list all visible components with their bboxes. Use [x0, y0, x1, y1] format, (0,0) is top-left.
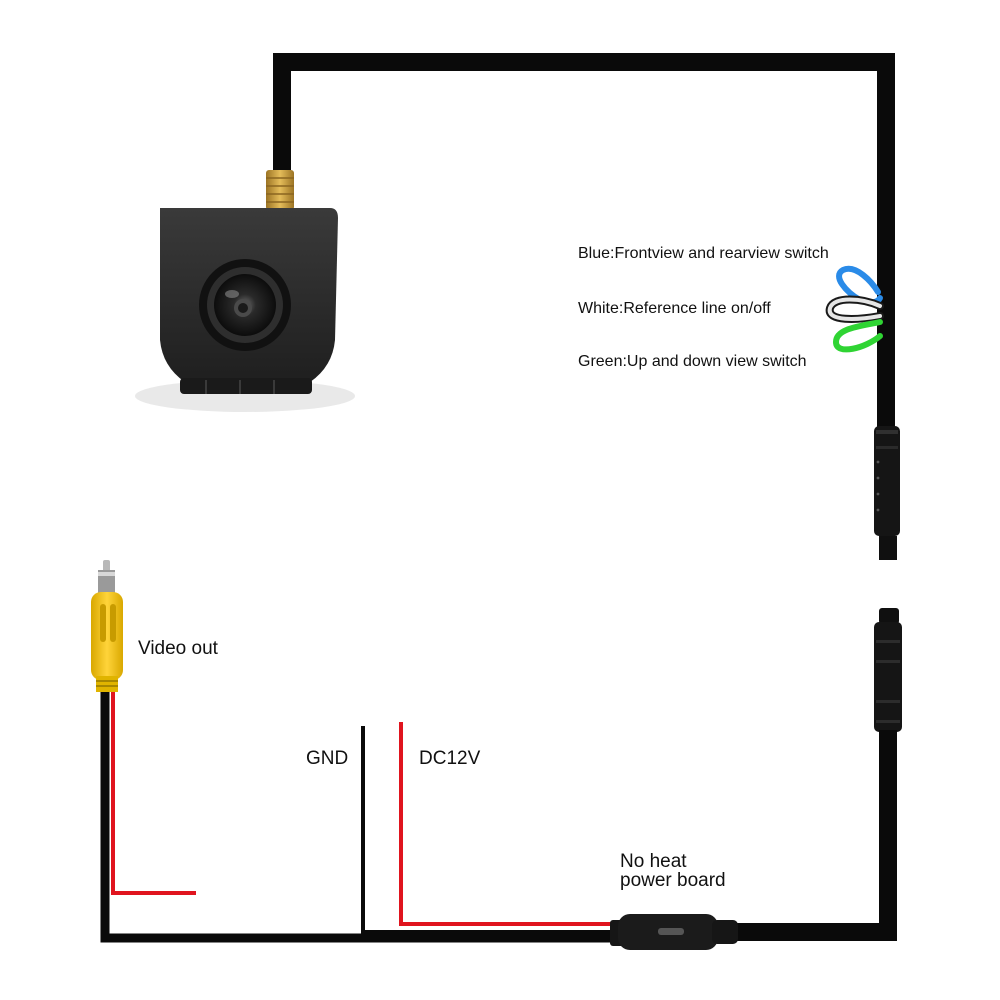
connector-cable-bottom: [730, 730, 897, 941]
power-board-label-line1: No heat: [620, 851, 687, 872]
function-wire-loops: [825, 265, 884, 353]
white-wire-label: White:Reference line on/off: [578, 300, 771, 317]
gnd-label: GND: [306, 748, 349, 769]
video-red-wire: [111, 690, 196, 895]
gnd-wire: [361, 726, 615, 934]
rca-plug-icon: [91, 560, 123, 692]
white-wire-loop-inner: [827, 297, 882, 321]
rear-view-camera-icon: [135, 170, 355, 412]
camera-cable-top: [273, 53, 895, 432]
aviation-connector-female-icon: [874, 608, 902, 732]
power-board-icon: [610, 914, 738, 950]
video-cable-black: [100, 688, 615, 943]
dc12v-label: DC12V: [419, 748, 481, 769]
green-wire-label: Green:Up and down view switch: [578, 353, 807, 370]
dc12v-wire: [399, 722, 615, 926]
power-board-label: No heat power board: [620, 852, 726, 890]
video-out-label: Video out: [138, 638, 218, 659]
aviation-connector-male-icon: [874, 426, 900, 560]
green-wire-loop: [832, 319, 883, 353]
power-board-label-line2: power board: [620, 870, 726, 891]
blue-wire-label: Blue:Frontview and rearview switch: [578, 245, 829, 262]
